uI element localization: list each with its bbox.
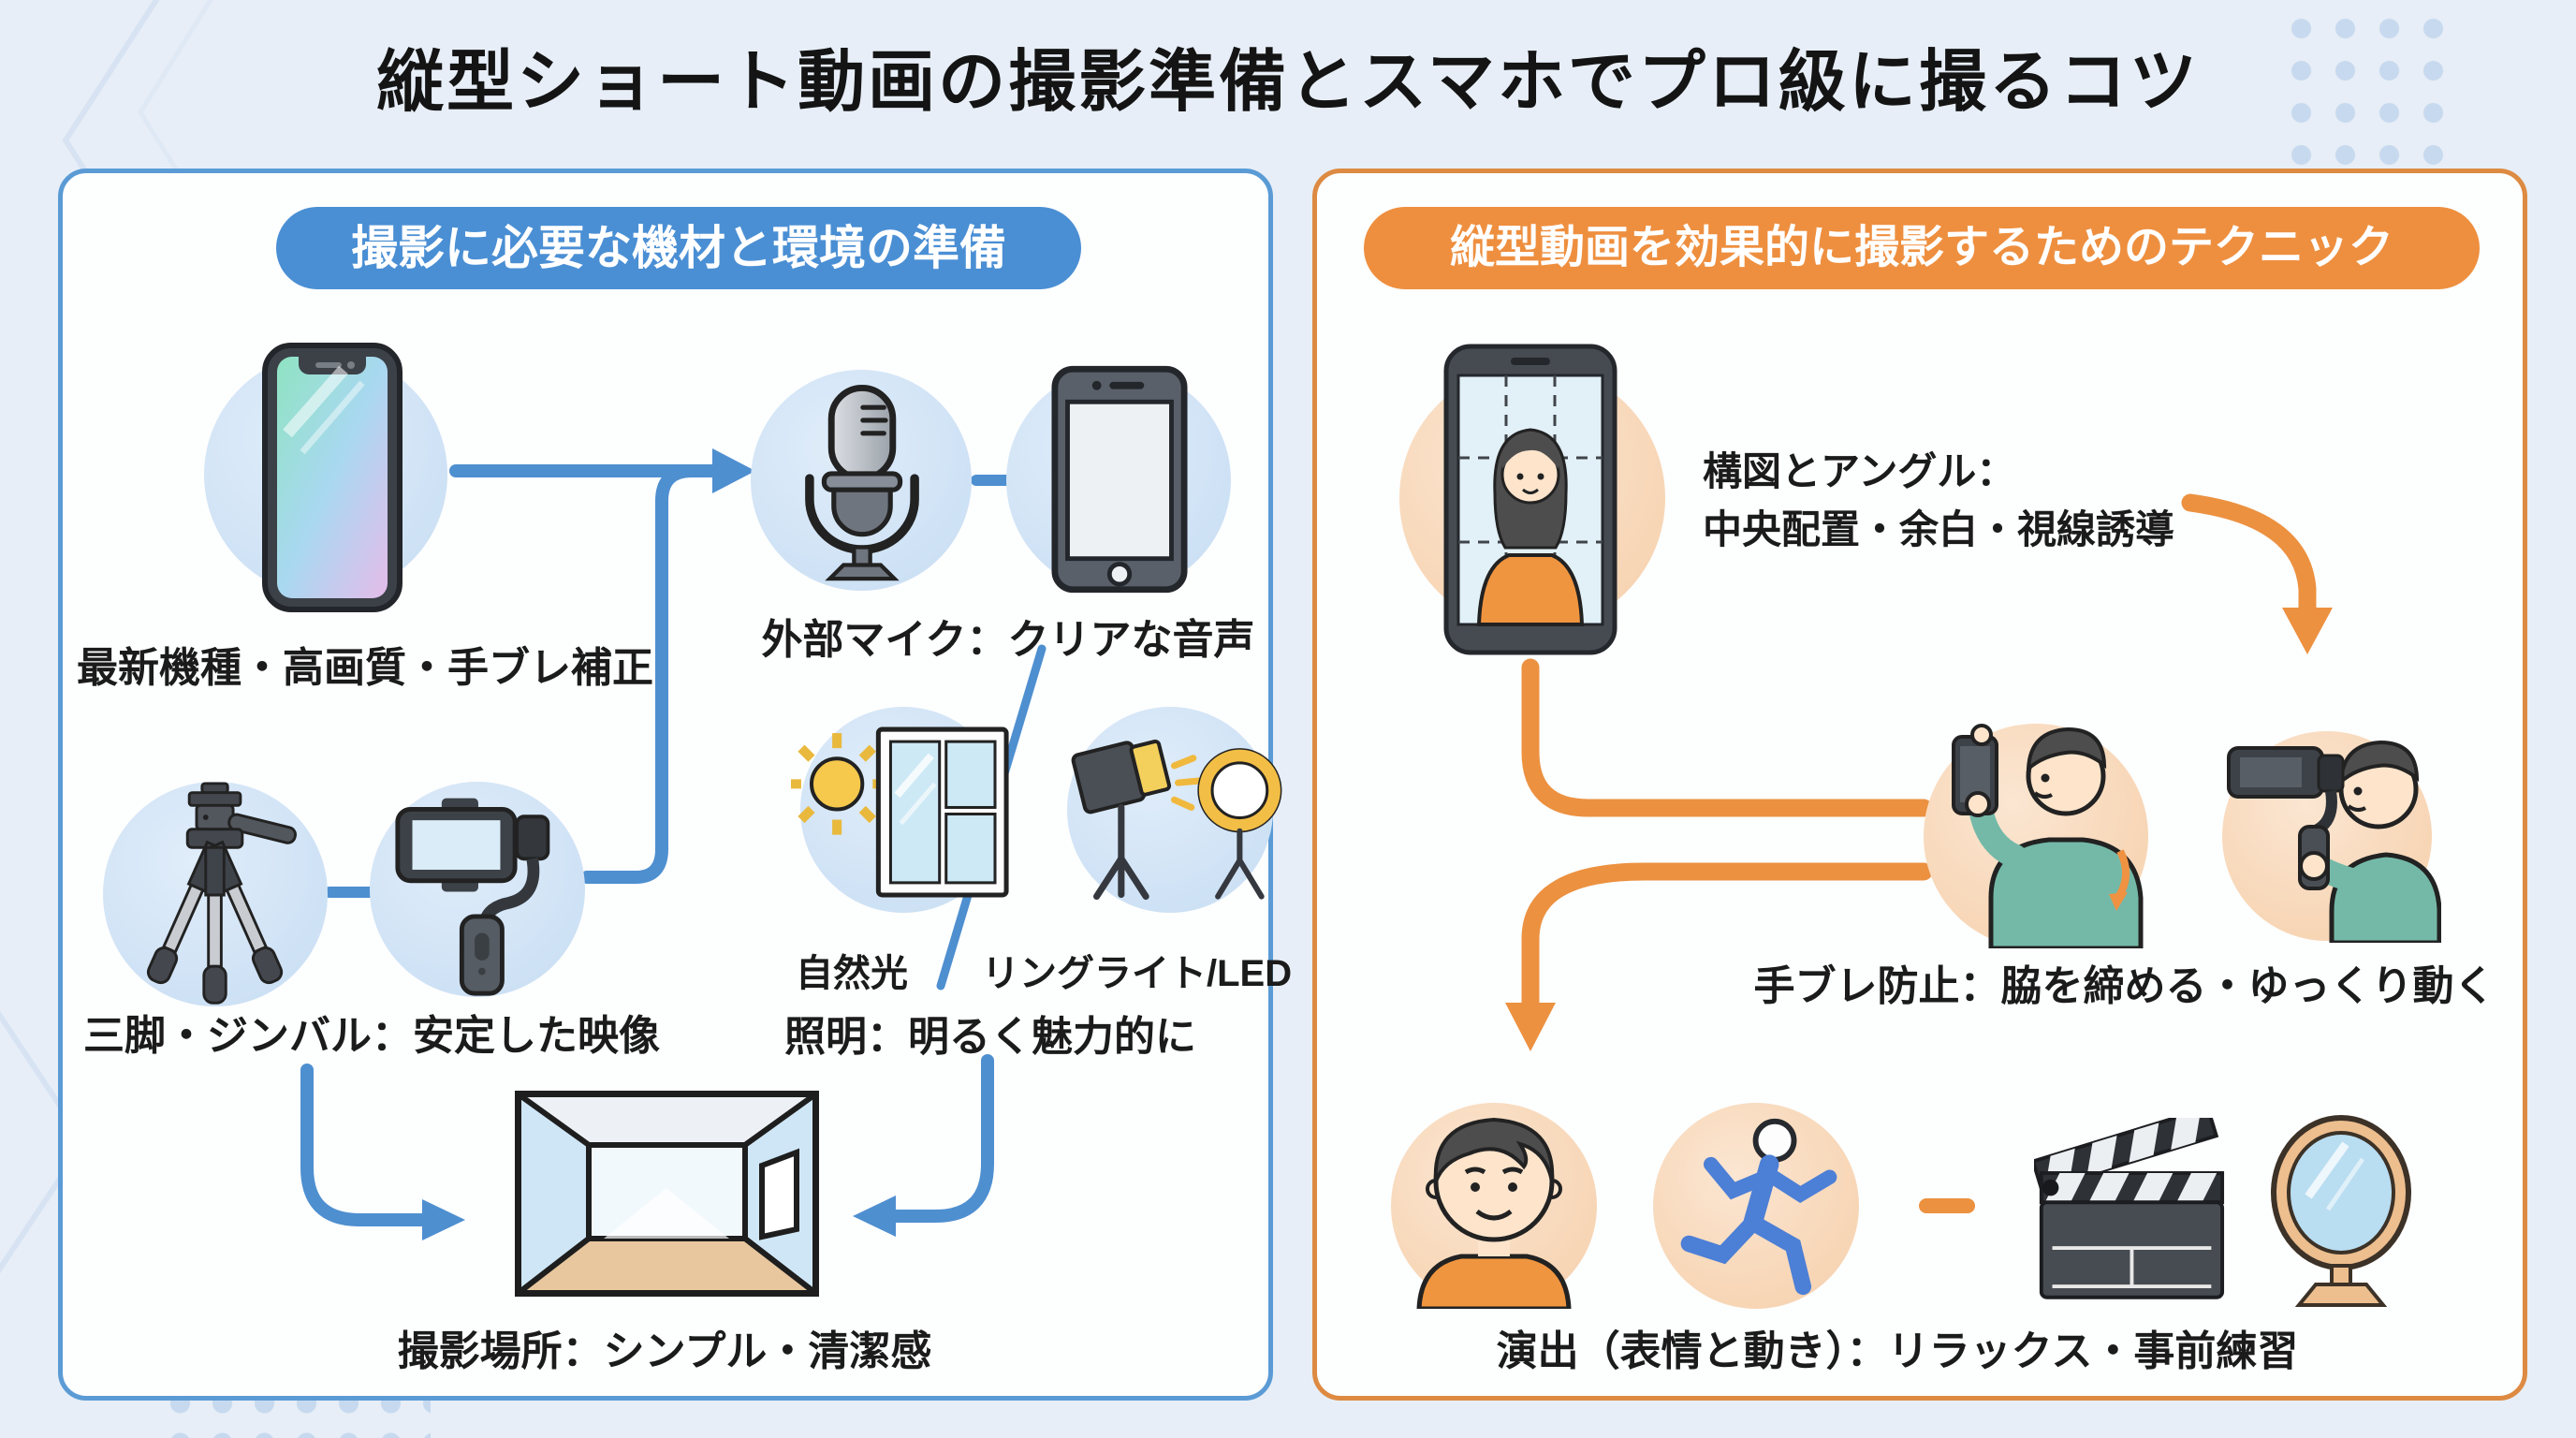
smartphone-caption: 最新機種・高画質・手ブレ補正 <box>77 645 653 691</box>
ring-light-label: リングライト/LED <box>982 953 1293 994</box>
tripod-gimbal-caption: 三脚・ジンバル：安定した映像 <box>83 1013 660 1059</box>
face-icon <box>1416 1117 1572 1309</box>
stabilize-caption: 手ブレ防止：脇を締める・ゆっくり動く <box>1753 963 2496 1009</box>
microphone-icon <box>805 384 919 581</box>
tripod-icon <box>146 782 297 1005</box>
performance-caption: 演出（表情と動き）：リラックス・事前練習 <box>1496 1328 2299 1374</box>
equipment-panel-header: 撮影に必要な機材と環境の準備 <box>276 207 1081 289</box>
phone-icon <box>1051 365 1188 594</box>
softbox-ringlight-icon <box>1071 739 1282 901</box>
composition-caption: 構図とアングル： 中央配置・余白・視線誘導 <box>1703 443 2264 559</box>
equipment-panel: 撮影に必要な機材と環境の準備 <box>58 169 1293 1401</box>
sun-window-icon <box>791 726 1009 898</box>
dot-grid-decoration <box>2279 7 2457 176</box>
person-holding-phone-icon <box>1952 724 2144 948</box>
smartphone-icon <box>262 343 402 612</box>
room-icon <box>515 1091 819 1297</box>
technique-panel: 縦型動画を効果的に撮影するためのテクニック <box>1312 169 2527 1401</box>
location-caption: 撮影場所：シンプル・清潔感 <box>397 1328 932 1374</box>
person-holding-gimbal-icon <box>2227 740 2441 943</box>
lighting-caption: 照明：明るく魅力的に <box>784 1014 1196 1060</box>
natural-light-label: 自然光 <box>796 953 908 994</box>
microphone-caption: 外部マイク：クリアな音声 <box>761 617 1255 663</box>
page-title: 縦型ショート動画の撮影準備とスマホでプロ級に撮るコツ <box>376 45 2200 120</box>
gimbal-icon <box>395 798 550 996</box>
clapperboard-icon <box>2034 1118 2225 1299</box>
running-person-icon <box>1680 1118 1837 1296</box>
mirror-icon <box>2271 1115 2411 1307</box>
phone-grid-portrait-icon <box>1443 344 1617 655</box>
technique-panel-header: 縦型動画を効果的に撮影するためのテクニック <box>1364 207 2480 289</box>
composition-caption-line1: 構図とアングル： <box>1703 449 2016 493</box>
composition-caption-line2: 中央配置・余白・視線誘導 <box>1703 507 2175 551</box>
